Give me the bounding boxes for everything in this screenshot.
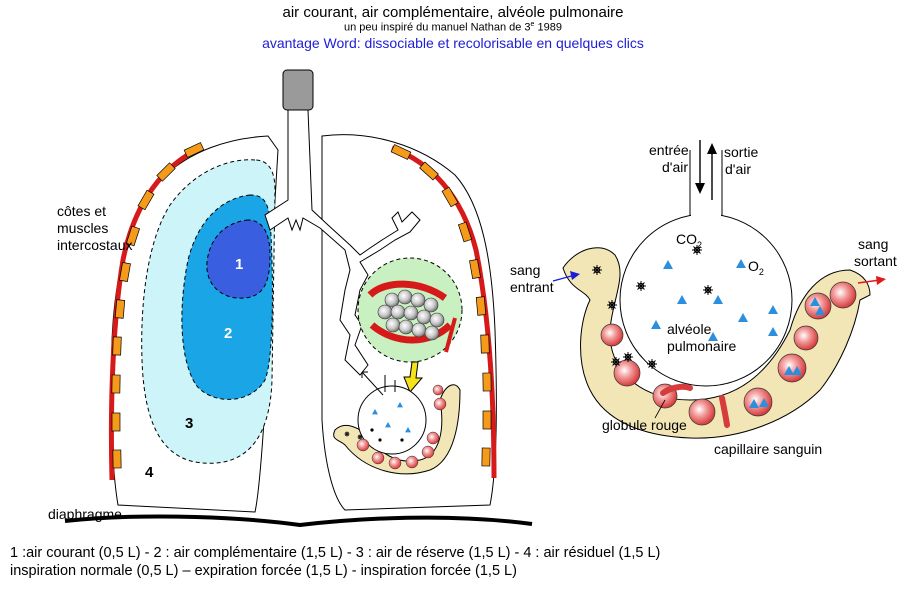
blood-in-label-2: entrant bbox=[510, 279, 554, 295]
right-ribs bbox=[390, 144, 497, 479]
alveoli-cluster bbox=[377, 289, 445, 341]
blood-in-label-1: sang bbox=[510, 262, 541, 278]
diaphragm-label: diaphragme bbox=[48, 506, 122, 522]
alveole-label-2: pulmonaire bbox=[667, 338, 737, 354]
blood-out-label-2: sortant bbox=[854, 253, 897, 269]
ribs-label-1: côtes et bbox=[57, 203, 107, 219]
alveolus-big bbox=[619, 213, 793, 387]
zone-1 bbox=[206, 219, 271, 299]
air-in-label-1: entrée bbox=[649, 142, 689, 158]
left-ribs bbox=[108, 142, 205, 481]
zone-1-label: 1 bbox=[235, 256, 244, 273]
diaphragm-line bbox=[64, 514, 533, 528]
air-out-label-2: d'air bbox=[725, 161, 752, 177]
page-note: avantage Word: dissociable et recolorisa… bbox=[262, 35, 644, 51]
alveole-label-1: alvéole bbox=[667, 321, 712, 337]
page-title: air courant, air complémentaire, alvéole… bbox=[282, 4, 624, 21]
ribs-label-3: intercostaux bbox=[57, 237, 133, 253]
zone-3-label: 3 bbox=[185, 415, 194, 432]
blood-out-label-1: sang bbox=[858, 236, 889, 252]
o2-label: O2 bbox=[748, 258, 764, 277]
air-in-label-2: d'air bbox=[662, 159, 689, 175]
page-subtitle: un peu inspiré du manuel Nathan de 3e 19… bbox=[344, 21, 562, 34]
red-blood-cells bbox=[600, 281, 857, 428]
legend-line-1: 1 :air courant (0,5 L) - 2 : air complém… bbox=[10, 545, 661, 561]
red-cell-label: globule rouge bbox=[602, 417, 687, 433]
small-alveolus bbox=[333, 375, 461, 475]
trachea-bronchi bbox=[264, 109, 421, 376]
zone-2-label: 2 bbox=[224, 325, 233, 342]
ribs-label-2: muscles bbox=[57, 220, 109, 236]
capillary-label: capillaire sanguin bbox=[714, 441, 823, 457]
blood-out-arrow bbox=[857, 279, 881, 284]
zone-4-label: 4 bbox=[145, 464, 154, 481]
alveolus-neck bbox=[689, 150, 723, 222]
co2-label: CO2 bbox=[676, 231, 703, 250]
zoom-arrow bbox=[403, 361, 424, 393]
trachea-cap bbox=[282, 69, 314, 111]
air-out-label-1: sortie bbox=[724, 144, 759, 160]
legend-line-2: inspiration normale (0,5 L) – expiration… bbox=[10, 563, 517, 579]
